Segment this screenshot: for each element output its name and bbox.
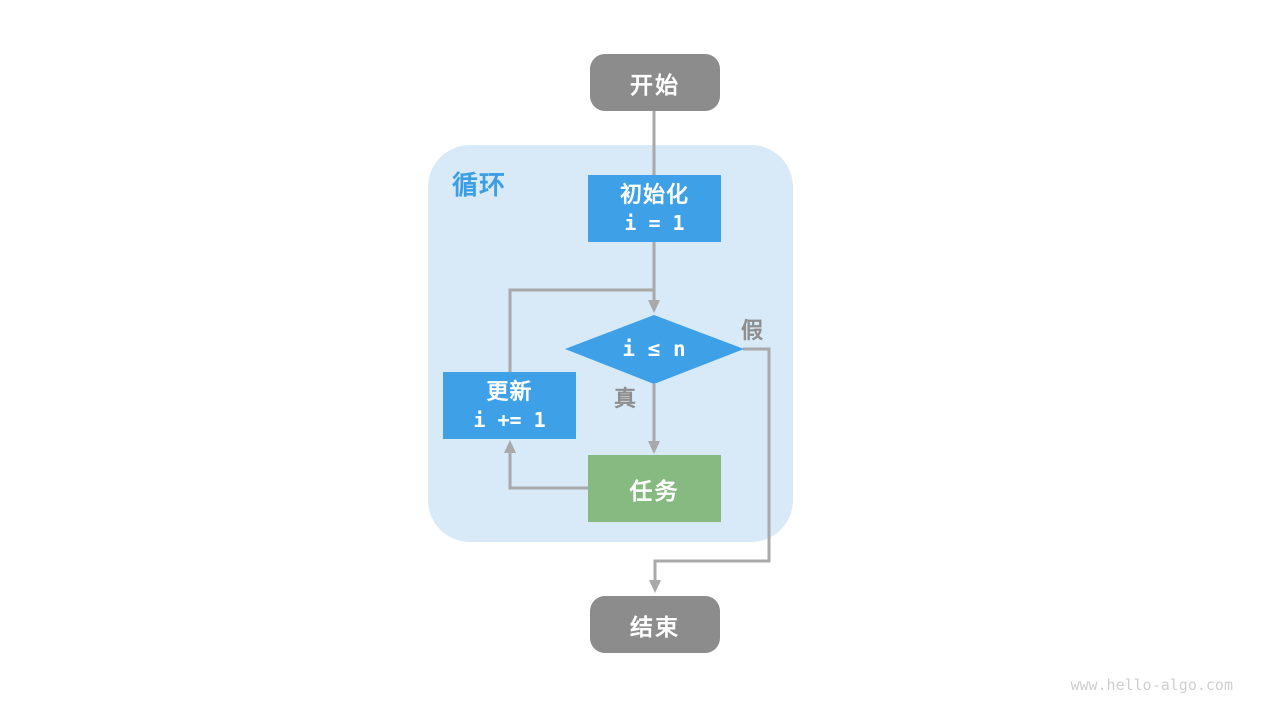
- end-node-label: 结束: [630, 613, 680, 640]
- condition-diamond-shape: [565, 315, 744, 384]
- edge-condition-false-to-end: [653, 347, 771, 580]
- loop-region-label: 循环: [452, 170, 507, 200]
- start-node: 开始: [590, 54, 720, 111]
- end-node: 结束: [590, 596, 720, 653]
- start-node-label: 开始: [630, 71, 680, 98]
- condition-code: i ≤ n: [622, 337, 686, 361]
- update-node-title: 更新: [486, 379, 533, 404]
- arrowhead-into-update: [504, 440, 516, 453]
- task-node-label: 任务: [629, 477, 680, 504]
- update-node-code: i += 1: [473, 408, 546, 432]
- true-branch-label: 真: [614, 386, 637, 411]
- arrowhead-into-task: [648, 441, 660, 454]
- init-node-code: i = 1: [624, 211, 685, 235]
- init-node: 初始化 i = 1: [588, 175, 721, 242]
- update-node: 更新 i += 1: [443, 372, 576, 439]
- false-branch-label: 假: [741, 318, 764, 343]
- condition-diamond: i ≤ n: [584, 334, 724, 364]
- arrowhead-into-end: [649, 580, 661, 593]
- arrowhead-into-condition: [648, 300, 660, 313]
- watermark: www.hello-algo.com: [1070, 676, 1233, 694]
- edge-task-to-update: [508, 453, 589, 490]
- task-node: 任务: [588, 455, 721, 522]
- edge-update-to-join: [508, 288, 654, 372]
- init-node-title: 初始化: [619, 182, 689, 207]
